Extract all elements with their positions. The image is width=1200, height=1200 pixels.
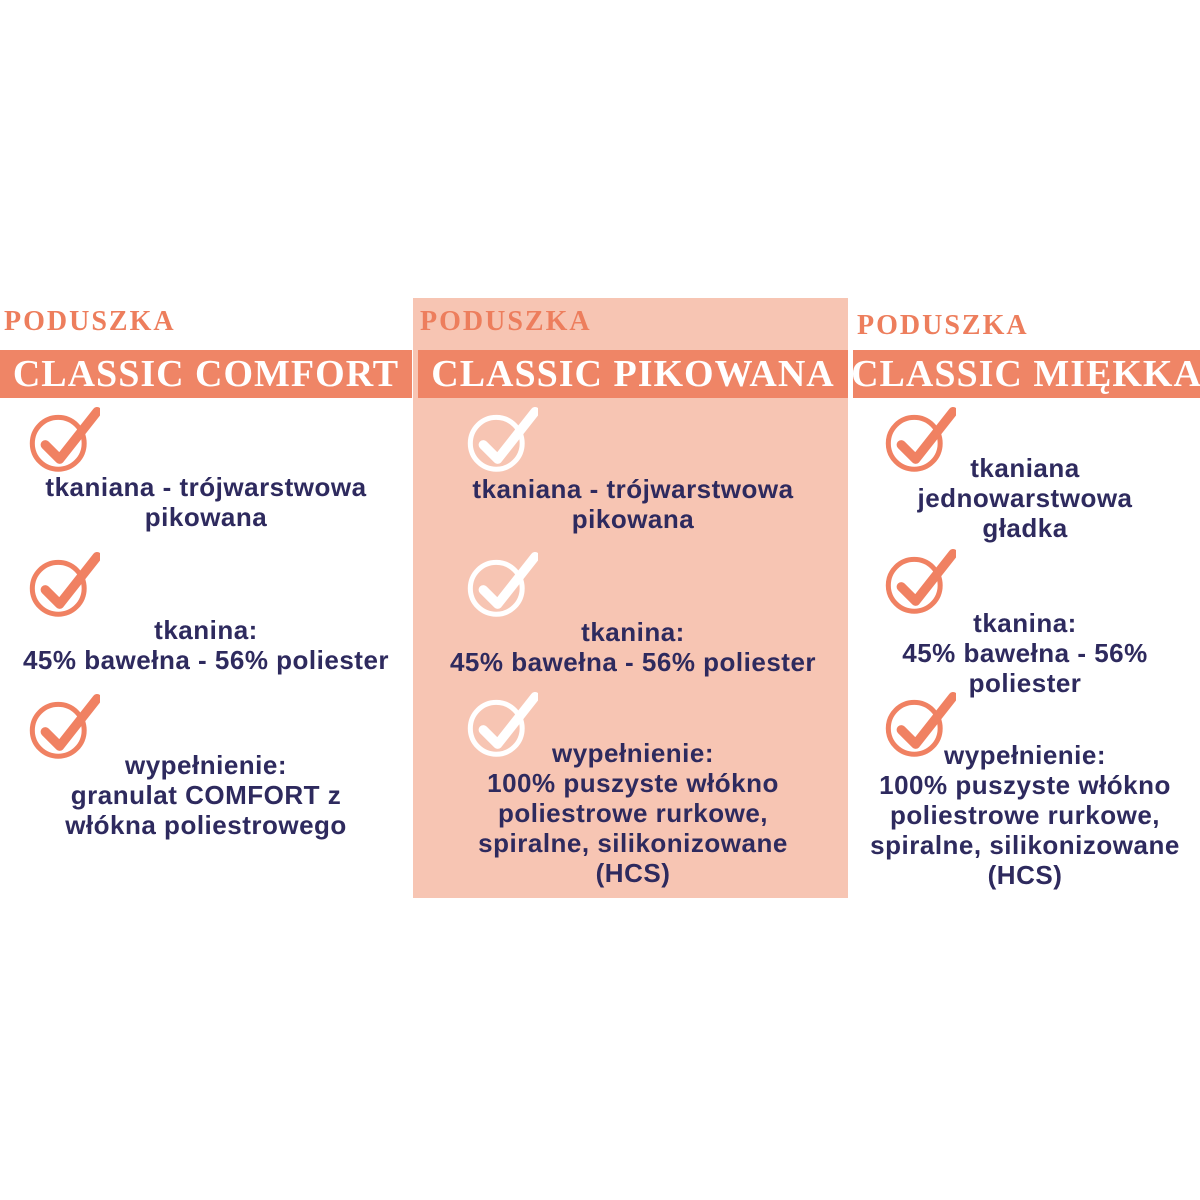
column2-feature-fabric: tkaniana - trójwarstwowa pikowana <box>472 474 794 534</box>
column2-feature-material: tkanina: 45% bawełna - 56% poliester <box>449 617 817 677</box>
column3-feature-material: tkanina: 45% bawełna - 56% poliester <box>902 608 1148 698</box>
column1-kicker: PODUSZKA <box>4 306 176 337</box>
check-circle-icon <box>885 406 956 472</box>
column2-title: CLASSIC PIKOWANA <box>431 353 835 395</box>
column1-feature-filling: wypełnienie: granulat COMFORT z włókna p… <box>65 750 347 840</box>
check-circle-icon <box>467 691 538 757</box>
column2-kicker: PODUSZKA <box>420 306 592 337</box>
column3-title: CLASSIC MIĘKKA <box>851 353 1200 395</box>
check-circle-icon <box>29 406 100 472</box>
check-circle-icon <box>467 406 538 472</box>
column1-title: CLASSIC COMFORT <box>12 353 400 395</box>
column1-title-banner: CLASSIC COMFORT <box>0 350 412 398</box>
check-circle-icon <box>885 691 956 757</box>
column2-title-banner: CLASSIC PIKOWANA <box>418 350 848 398</box>
check-circle-icon <box>29 693 100 759</box>
check-circle-icon <box>467 551 538 617</box>
column3-kicker: PODUSZKA <box>857 310 1029 341</box>
check-circle-icon <box>29 551 100 617</box>
column2-feature-filling: wypełnienie: 100% puszyste włókno polies… <box>478 738 788 888</box>
column1-feature-material: tkanina: 45% bawełna - 56% poliester <box>22 615 390 675</box>
check-circle-icon <box>885 548 956 614</box>
column3-title-banner: CLASSIC MIĘKKA <box>851 350 1200 398</box>
column3-feature-fabric: tkaniana jednowarstwowa gładka <box>917 453 1133 543</box>
column1-feature-fabric: tkaniana - trójwarstwowa pikowana <box>45 472 367 532</box>
column3-feature-filling: wypełnienie: 100% puszyste włókno polies… <box>870 740 1180 890</box>
